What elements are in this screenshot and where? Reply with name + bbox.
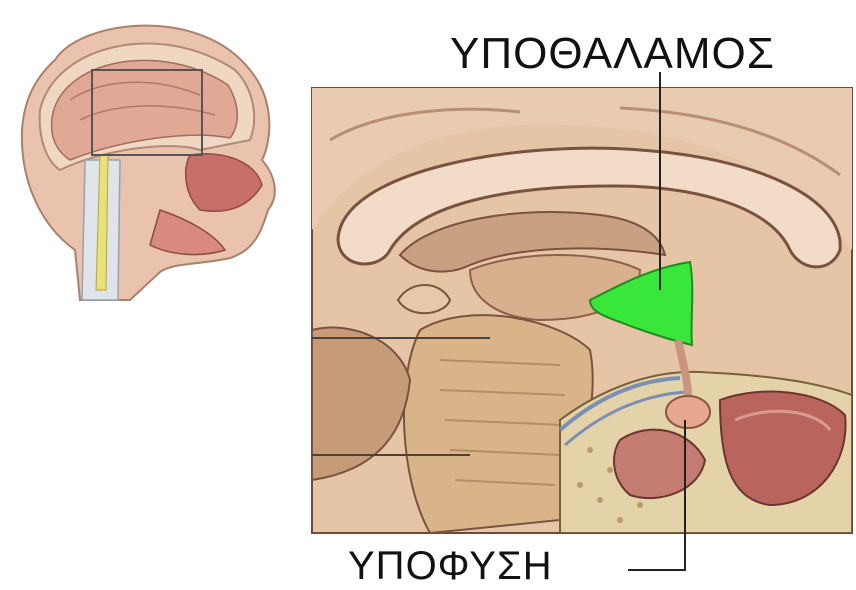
pituitary-label: ΥΠΟΦΥΣΗ bbox=[348, 546, 553, 586]
hypothalamus-label: ΥΠΟΘΑΛΑΜΟΣ bbox=[450, 32, 775, 76]
pituitary-gland bbox=[666, 396, 710, 428]
